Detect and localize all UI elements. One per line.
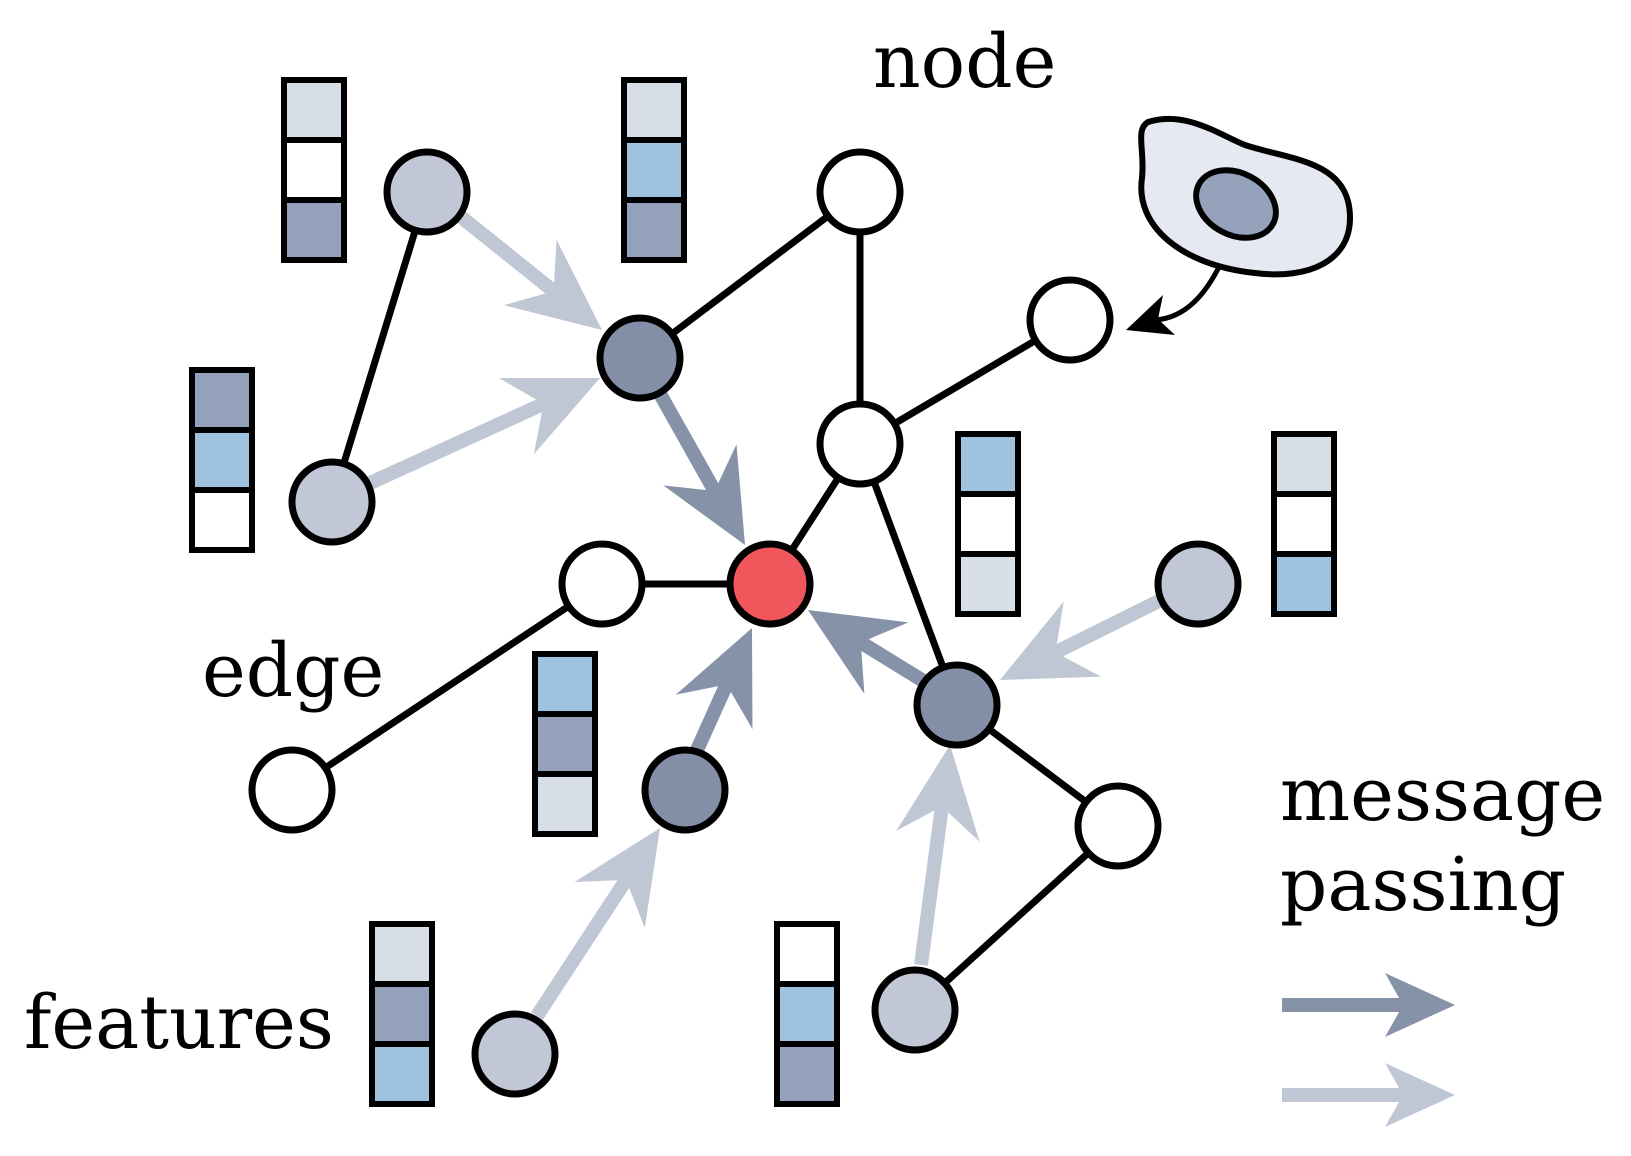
graph-n-lower-right-hub: [913, 661, 1001, 749]
message-arrows: [365, 202, 1169, 1020]
message-arrow-head: [896, 745, 980, 842]
message-arrow-shaft: [445, 202, 559, 297]
feature-cell: [1271, 551, 1337, 617]
graph-n-bottom-left: [248, 746, 336, 834]
feature-cell: [532, 711, 598, 777]
graph-n-hub-upper: [596, 314, 684, 402]
feature-cell: [621, 77, 687, 143]
feature-cell: [621, 197, 687, 263]
message-arrow-head: [663, 444, 745, 545]
feature-cell: [532, 651, 598, 717]
features-label: features: [24, 980, 334, 1066]
blob-pointer-line: [1154, 263, 1223, 323]
graph-n-lower-mid: [641, 746, 729, 834]
graph-n-center: [726, 540, 814, 628]
message-passing-label-line2: passing: [1280, 842, 1566, 928]
graph-edge: [912, 823, 1121, 1013]
feature-cell: [621, 137, 687, 203]
graph-n-mid-left: [558, 540, 646, 628]
message-arrow-shaft: [914, 805, 949, 966]
graph-edge: [856, 442, 961, 707]
feature-cell: [774, 921, 840, 987]
feature-cell: [774, 1041, 840, 1107]
feature-cell: [774, 981, 840, 1047]
message-arrow-head: [503, 239, 602, 330]
message-arrow-head: [574, 828, 660, 928]
blob-pointer-arrowhead: [1126, 295, 1175, 335]
feature-vectors: [189, 77, 1337, 1107]
graph-edge: [637, 189, 863, 361]
message-arrow-shaft: [648, 381, 721, 495]
message-arrow-shaft: [365, 397, 547, 491]
graph-n-bottom-right: [871, 966, 959, 1054]
graph-edge: [328, 190, 431, 504]
message-passing-label-line1: message: [1280, 752, 1605, 838]
feature-cell: [189, 367, 255, 433]
message-arrow-shaft: [690, 681, 733, 753]
feature-cell: [1271, 491, 1337, 557]
graph-n-bottom: [471, 1010, 559, 1098]
message-arrow-shaft: [1052, 591, 1169, 659]
graph-n-far-right: [1154, 540, 1242, 628]
graph-n-top-left: [383, 148, 471, 236]
feature-cell: [281, 137, 347, 203]
feature-cell: [189, 427, 255, 493]
feature-vector-fv-7: [369, 921, 435, 1107]
legend-arrows: [1282, 973, 1455, 1127]
feature-cell: [189, 487, 255, 553]
blob-inner-node: [1193, 167, 1279, 241]
feature-cell: [281, 77, 347, 143]
edge-label: edge: [202, 628, 384, 714]
feature-vector-fv-1: [281, 77, 347, 263]
feature-vector-fv-2: [621, 77, 687, 263]
message-arrow-shaft: [857, 636, 934, 691]
feature-vector-fv-4: [955, 431, 1021, 617]
subgraph-blob: [1126, 115, 1354, 335]
feature-cell: [369, 981, 435, 1047]
feature-cell: [281, 197, 347, 263]
legend-arrow-head: [1385, 973, 1455, 1037]
graph-n-top: [816, 148, 904, 236]
feature-vector-fv-6: [532, 651, 598, 837]
message-arrow-head: [675, 628, 753, 730]
message-arrow-head: [808, 610, 909, 694]
feature-cell: [369, 1041, 435, 1107]
feature-vector-fv-3: [189, 367, 255, 553]
message-arrow-head: [1000, 601, 1102, 680]
graph-n-right-bottom: [1074, 782, 1162, 870]
graph-n-right-upper: [1026, 276, 1114, 364]
message-arrow-shaft: [531, 876, 632, 1020]
graph-n-junction: [816, 400, 904, 488]
feature-cell: [369, 921, 435, 987]
feature-vector-fv-5: [1271, 431, 1337, 617]
feature-cell: [955, 431, 1021, 497]
feature-cell: [1271, 431, 1337, 497]
feature-cell: [955, 491, 1021, 557]
message-arrow-head: [498, 378, 600, 455]
feature-cell: [532, 771, 598, 837]
nodes: [248, 148, 1242, 1098]
feature-cell: [955, 551, 1021, 617]
legend-arrow-head: [1385, 1063, 1455, 1127]
graph-edge: [290, 581, 604, 793]
node-label: node: [873, 19, 1056, 105]
feature-vector-fv-8: [774, 921, 840, 1107]
graph-n-left: [288, 458, 376, 546]
